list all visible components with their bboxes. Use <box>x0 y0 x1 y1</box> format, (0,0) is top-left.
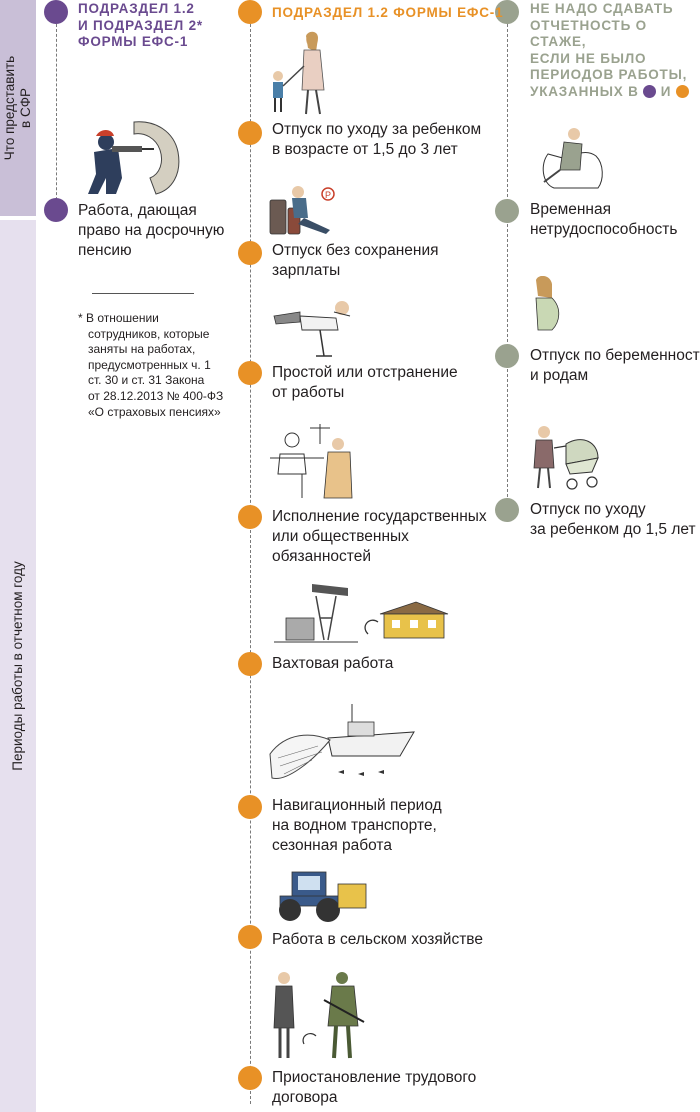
middle-item-dot <box>238 795 262 819</box>
middle-item-dot <box>238 925 262 949</box>
mother-child-icon <box>273 31 325 115</box>
middle-item-dot <box>238 505 262 529</box>
right-timeline <box>507 24 508 512</box>
left-header-dot <box>44 0 68 24</box>
right-item-dot <box>495 199 519 223</box>
early-pension-work: Работа, дающая право на досрочную пенсию <box>78 202 225 259</box>
middle-column-header: ПОДРАЗДЕЛ 1.2 ФОРМЫ ЕФС-1 <box>272 5 504 20</box>
purple-marker-icon <box>643 84 657 98</box>
businessman-soldier-icon <box>273 972 365 1059</box>
right-item-dot <box>495 498 519 522</box>
rotational-work: Вахтовая работа <box>272 655 394 672</box>
relaxing-office-icon <box>273 301 351 357</box>
footnote-divider <box>92 293 194 294</box>
right-header-dot <box>495 0 519 24</box>
stroller-icon <box>533 426 599 490</box>
sidebar-bottom-band <box>0 220 36 1112</box>
contract-suspension: Приостановление трудового договора <box>272 1069 477 1106</box>
left-item-dot <box>44 198 68 222</box>
right-item-dot <box>495 344 519 368</box>
footnote: * В отношении сотрудников, которые занят… <box>78 311 224 419</box>
middle-header-dot <box>238 0 262 24</box>
childcare-leave-1-5-3: Отпуск по уходу за ребенком в возрасте о… <box>272 121 482 158</box>
middle-item-dot <box>238 1066 262 1090</box>
state-duties: Исполнение государственных или обществен… <box>272 508 487 565</box>
middle-item-dot <box>238 121 262 145</box>
middle-timeline <box>250 24 251 1104</box>
svg-text:P: P <box>325 190 331 200</box>
oil-pump-house-icon <box>274 584 449 643</box>
orange-marker-icon <box>675 84 689 98</box>
childcare-leave-under-1-5: Отпуск по уходу за ребенком до 1,5 лет <box>530 501 696 538</box>
temporary-disability: Временная нетрудоспособность <box>530 201 678 238</box>
middle-item-dot <box>238 361 262 385</box>
unpaid-leave: Отпуск без сохранения зарплаты <box>272 242 439 279</box>
traveler-luggage-icon: P <box>269 186 335 235</box>
court-session-icon <box>270 424 353 499</box>
downtime-suspension: Простой или отстранение от работы <box>272 364 458 401</box>
left-timeline <box>56 24 57 210</box>
agricultural-work: Работа в сельском хозяйстве <box>272 931 483 948</box>
sick-woman-icon <box>542 128 603 189</box>
sidebar-top-band <box>0 0 36 216</box>
right-column-header: НЕ НАДО СДАВАТЬ ОТЧЕТНОСТЬ О СТАЖЕ, ЕСЛИ… <box>530 1 689 99</box>
middle-item-dot <box>238 652 262 676</box>
left-column-header: ПОДРАЗДЕЛ 1.2 И ПОДРАЗДЕЛ 2* ФОРМЫ ЕФС-1 <box>78 1 203 49</box>
maternity-leave: Отпуск по беременности и родам <box>530 347 700 384</box>
worker-drill-icon <box>88 121 180 195</box>
pregnant-woman-icon <box>535 276 560 331</box>
middle-item-dot <box>238 241 262 265</box>
navigation-seasonal: Навигационный период на водном транспорт… <box>272 797 442 854</box>
fishing-ship-icon <box>269 704 415 779</box>
sidebar-top-label: Что представить в СФР <box>2 55 33 161</box>
tractor-icon <box>279 871 367 922</box>
sidebar-bottom-label: Периоды работы в отчетном году <box>10 561 25 771</box>
